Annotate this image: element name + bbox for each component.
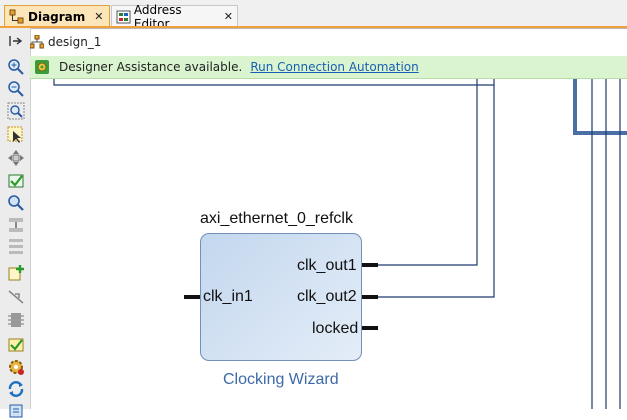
interface-bus [573, 79, 627, 135]
diagram-toolbar [0, 28, 31, 418]
validate-icon[interactable] [7, 172, 25, 190]
add-module-icon[interactable] [7, 311, 25, 329]
address-editor-icon [116, 10, 131, 23]
port-clk-in1: clk_in1 [203, 288, 253, 305]
regenerate-layout-icon[interactable] [7, 336, 25, 354]
run-connection-automation-link[interactable]: Run Connection Automation [250, 60, 419, 74]
top-net-wire [53, 79, 495, 86]
port-locked: locked [312, 320, 359, 337]
refresh-icon[interactable] [7, 380, 25, 398]
settings-icon[interactable] [7, 358, 25, 376]
block-instance-name: axi_ethernet_0_refclk [200, 210, 353, 227]
add-ip-icon[interactable] [7, 264, 25, 282]
select-area-icon[interactable] [7, 126, 25, 144]
clk-out1-pin [362, 263, 378, 267]
editor-tabbar: Diagram ✕ Address Editor ✕ [0, 0, 627, 31]
tab-diagram-label: Diagram [28, 9, 86, 24]
clocking-wizard-block[interactable] [200, 233, 362, 361]
expand-icon[interactable] [7, 238, 25, 256]
zoom-in-icon[interactable] [7, 58, 25, 76]
collapse-icon[interactable] [7, 216, 25, 234]
auto-fit-icon[interactable] [7, 149, 25, 167]
zoom-fit-icon[interactable] [7, 102, 25, 120]
clk-out2-pin [362, 295, 378, 299]
port-clk-out1: clk_out1 [297, 257, 357, 274]
close-icon[interactable]: ✕ [94, 10, 104, 23]
designer-assistance-icon [35, 60, 49, 74]
tab-address-editor[interactable]: Address Editor ✕ [111, 3, 238, 31]
tab-accent-line [0, 26, 627, 28]
clk-in1-pin [184, 295, 200, 299]
make-connection-icon[interactable] [7, 288, 25, 306]
block-ip-type: Clocking Wizard [223, 371, 339, 388]
collapse-panel-icon[interactable] [7, 32, 25, 50]
breadcrumb: design_1 [30, 30, 101, 54]
designer-assistance-banner: Designer Assistance available. Run Conne… [30, 56, 627, 79]
close-icon[interactable]: ✕ [223, 10, 233, 23]
diagram-icon [9, 9, 24, 23]
locked-pin [362, 326, 378, 330]
breadcrumb-label[interactable]: design_1 [48, 35, 102, 49]
diagram-wires [53, 79, 627, 409]
banner-message: Designer Assistance available. [59, 60, 243, 74]
clk-out1-net [375, 79, 478, 266]
tab-diagram[interactable]: Diagram ✕ [4, 5, 110, 27]
search-icon[interactable] [7, 194, 25, 212]
port-clk-out2: clk_out2 [297, 288, 357, 305]
zoom-out-icon[interactable] [7, 80, 25, 98]
hierarchy-icon [30, 35, 44, 49]
clk-out2-net [375, 85, 495, 298]
